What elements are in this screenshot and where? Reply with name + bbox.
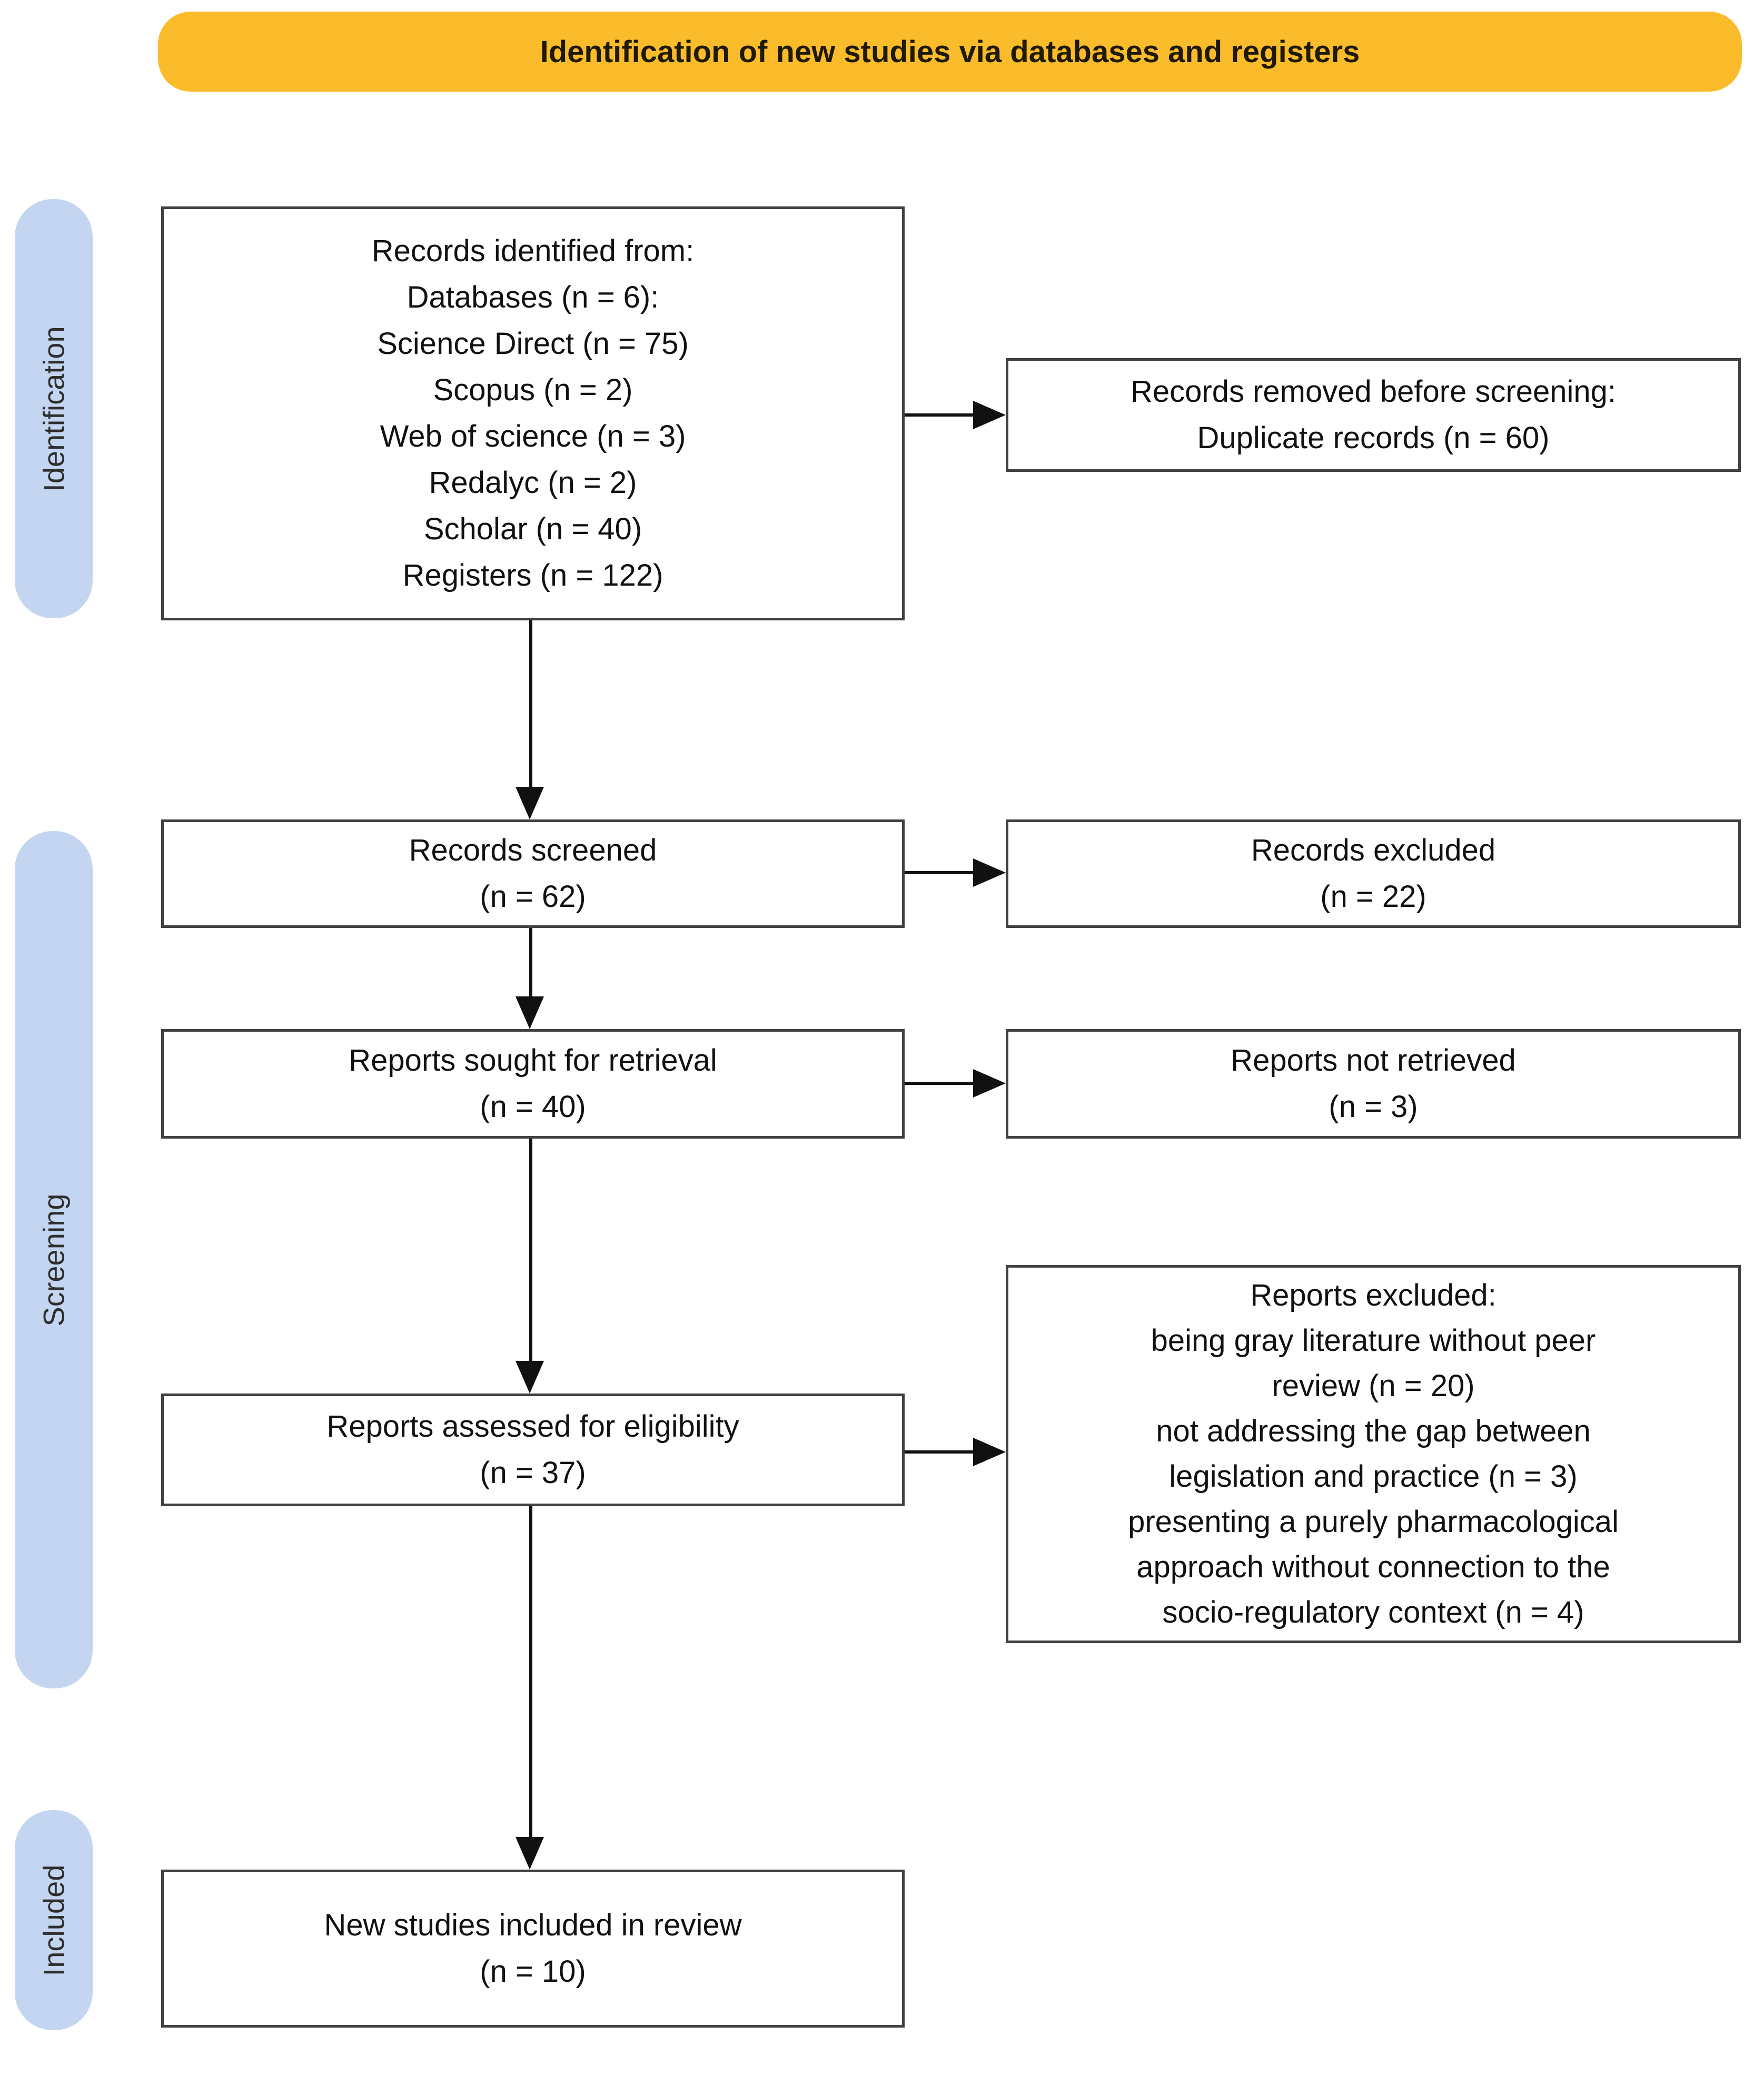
text-line: socio-regulatory context (n = 4) bbox=[1162, 1595, 1584, 1629]
text-line: not addressing the gap between bbox=[1156, 1414, 1591, 1448]
arrow-identified-to-screened-line bbox=[529, 620, 532, 788]
arrow-screened-to-excluded-head bbox=[973, 858, 1006, 887]
stage-label-screening: Screening bbox=[15, 831, 93, 1688]
stage-label-identification-text: Identification bbox=[37, 325, 71, 492]
box-reports-sought-for-retrieval: Reports sought for retrieval (n = 40) bbox=[161, 1029, 905, 1139]
box-records-excluded: Records excluded (n = 22) bbox=[1006, 819, 1741, 928]
text-line: Databases (n = 6): bbox=[407, 280, 659, 314]
text-line: (n = 3) bbox=[1329, 1090, 1418, 1124]
diagram-title-banner: Identification of new studies via databa… bbox=[158, 12, 1742, 92]
arrow-screened-to-excluded-line bbox=[905, 871, 974, 874]
text-line: Records identified from: bbox=[371, 234, 695, 268]
text-line: legislation and practice (n = 3) bbox=[1169, 1459, 1578, 1494]
text-line: New studies included in review bbox=[324, 1908, 742, 1942]
box-new-studies-included: New studies included in review (n = 10) bbox=[161, 1870, 905, 2028]
text-line: Records screened bbox=[409, 833, 657, 867]
text-line: Reports sought for retrieval bbox=[349, 1043, 717, 1078]
stage-label-included-text: Included bbox=[37, 1864, 71, 1976]
text-line: Reports assessed for eligibility bbox=[326, 1409, 739, 1444]
stage-label-screening-text: Screening bbox=[37, 1193, 71, 1327]
box-records-identified: Records identified from: Databases (n = 6… bbox=[161, 206, 905, 620]
arrow-assessed-to-excluded-line bbox=[905, 1450, 974, 1454]
text-line: (n = 37) bbox=[480, 1456, 586, 1490]
arrow-sought-to-assessed-head bbox=[516, 1361, 544, 1394]
stage-label-identification: Identification bbox=[15, 199, 93, 618]
text-line: Duplicate records (n = 60) bbox=[1197, 421, 1550, 455]
text-line: Redalyc (n = 2) bbox=[429, 466, 637, 500]
text-line: being gray literature without peer bbox=[1151, 1323, 1596, 1358]
text-line: Registers (n = 122) bbox=[402, 558, 663, 592]
arrow-sought-to-assessed-line bbox=[529, 1139, 532, 1362]
arrow-identified-to-removed-head bbox=[973, 401, 1006, 429]
arrow-assessed-to-included-head bbox=[516, 1837, 544, 1870]
text-line: Reports not retrieved bbox=[1231, 1043, 1516, 1078]
text-line: (n = 22) bbox=[1320, 879, 1426, 914]
box-reports-excluded-reasons: Reports excluded: being gray literature w… bbox=[1006, 1265, 1741, 1643]
text-line: presenting a purely pharmacological bbox=[1128, 1505, 1619, 1539]
text-line: Scholar (n = 40) bbox=[423, 512, 642, 546]
text-line: Records removed before screening: bbox=[1130, 374, 1617, 409]
box-reports-not-retrieved: Reports not retrieved (n = 3) bbox=[1006, 1029, 1741, 1139]
stage-label-included: Included bbox=[15, 1810, 93, 2030]
text-line: Reports excluded: bbox=[1250, 1278, 1497, 1312]
text-line: Scopus (n = 2) bbox=[433, 373, 633, 407]
arrow-identified-to-removed-line bbox=[905, 413, 974, 417]
text-line: Web of science (n = 3) bbox=[380, 419, 686, 453]
text-line: Science Direct (n = 75) bbox=[377, 327, 689, 361]
box-records-screened: Records screened (n = 62) bbox=[161, 819, 905, 928]
text-line: (n = 10) bbox=[480, 1954, 586, 1989]
arrow-assessed-to-included-line bbox=[529, 1506, 532, 1838]
arrow-screened-to-sought-line bbox=[529, 928, 532, 997]
text-line: Records excluded bbox=[1251, 833, 1496, 867]
box-reports-assessed-for-eligibility: Reports assessed for eligibility (n = 37) bbox=[161, 1394, 905, 1506]
text-line: (n = 62) bbox=[480, 879, 586, 914]
text-line: approach without connection to the bbox=[1136, 1550, 1610, 1584]
arrow-screened-to-sought-head bbox=[516, 996, 544, 1029]
text-line: (n = 40) bbox=[480, 1090, 586, 1124]
arrow-sought-to-not-retrieved-line bbox=[905, 1082, 974, 1085]
box-records-removed-before-screening: Records removed before screening: Duplica… bbox=[1006, 358, 1741, 472]
arrow-sought-to-not-retrieved-head bbox=[973, 1069, 1006, 1098]
arrow-assessed-to-excluded-head bbox=[973, 1438, 1006, 1466]
arrow-identified-to-screened-head bbox=[516, 787, 544, 819]
text-line: review (n = 20) bbox=[1272, 1369, 1475, 1403]
